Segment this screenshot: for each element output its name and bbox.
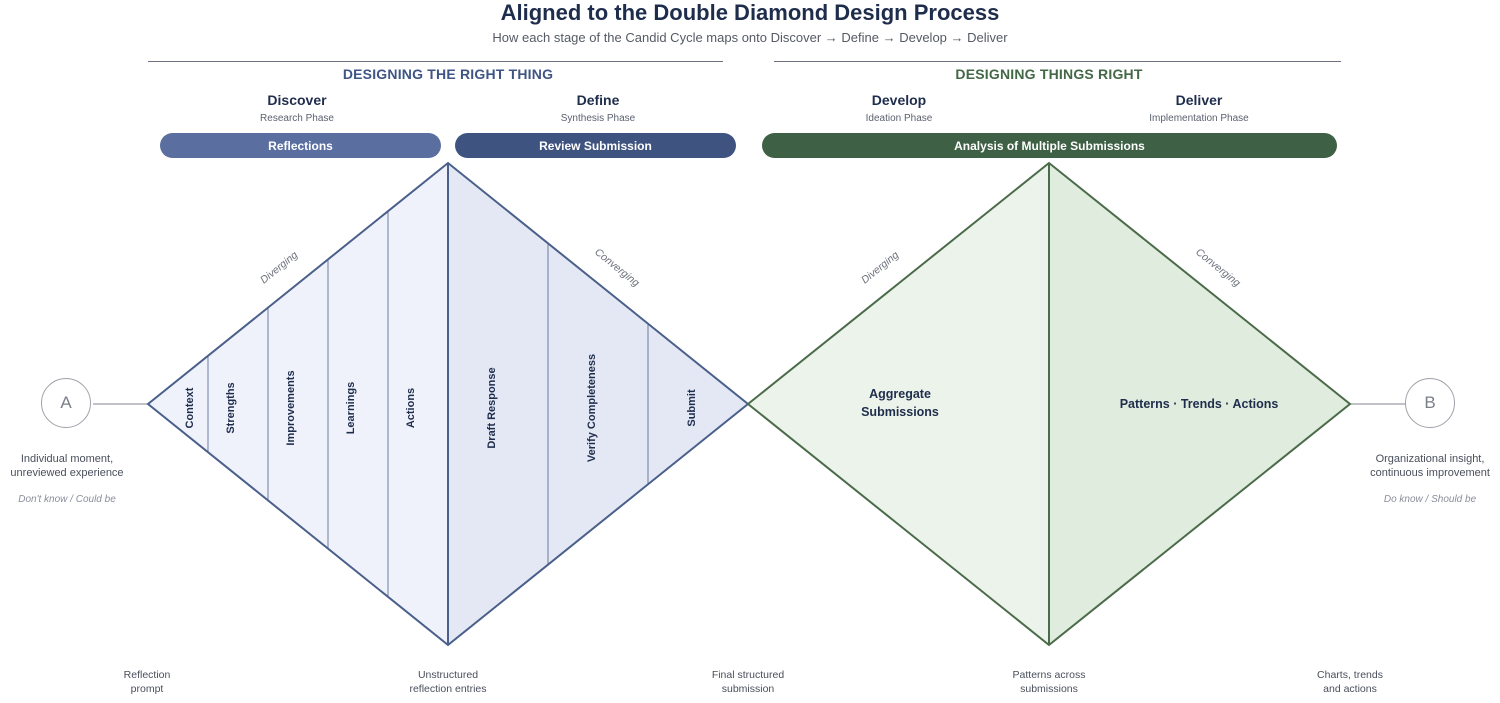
bottom-label-patterns-across: Patterns across submissions bbox=[979, 668, 1119, 696]
segment-label-draft-response: Draft Response bbox=[486, 367, 498, 448]
segment-label-strengths: Strengths bbox=[225, 382, 237, 433]
bottom-label-line: and actions bbox=[1323, 683, 1377, 695]
endpoint-b-note: Do know / Should be bbox=[1383, 494, 1477, 505]
bottom-label-unstructured-entries: Unstructured reflection entries bbox=[378, 668, 518, 696]
endpoint-a-description: Individual moment, unreviewed experience bbox=[0, 452, 134, 480]
diamond-1-dividers bbox=[207, 211, 649, 597]
diamond-1-segment-labels: Context Strengths Improvements Learnings… bbox=[184, 354, 698, 462]
diamond-1-right-half bbox=[448, 163, 748, 645]
bottom-label-line: Final structured bbox=[711, 669, 785, 681]
segment-label-learnings: Learnings bbox=[345, 382, 357, 435]
endpoint-a-description-line: unreviewed experience bbox=[10, 467, 124, 479]
segment-label-actions: Actions bbox=[405, 388, 417, 428]
segment-label-improvements: Improvements bbox=[285, 370, 297, 445]
converging-label-2: Converging bbox=[1193, 246, 1242, 289]
endpoint-b-circle: B bbox=[1405, 378, 1455, 428]
phase-title-define: Define bbox=[576, 92, 620, 108]
bottom-label-line: Charts, trends bbox=[1317, 669, 1383, 681]
page-subtitle: How each stage of the Candid Cycle maps … bbox=[492, 30, 1008, 45]
bottom-label-line: Reflection bbox=[123, 669, 171, 681]
bottom-label-line: prompt bbox=[130, 683, 164, 695]
group-label-designing-right-thing: DESIGNING THE RIGHT THING bbox=[342, 66, 554, 82]
bottom-label-line: Unstructured bbox=[417, 669, 479, 681]
phase-title-deliver: Deliver bbox=[1175, 92, 1223, 108]
diamond-2-right-half bbox=[1049, 163, 1350, 645]
phase-title-develop: Develop bbox=[871, 92, 927, 108]
endpoint-b-description: Organizational insight, continuous impro… bbox=[1360, 452, 1500, 480]
diamond-2-right-text: Patterns · Trends · Actions bbox=[1119, 397, 1279, 411]
converging-label-1: Converging bbox=[592, 246, 641, 289]
diverging-label-2: Diverging bbox=[859, 249, 901, 286]
diamond-2-outline bbox=[746, 161, 1352, 647]
pill-reflections: Reflections bbox=[160, 133, 441, 158]
diamond-2-left-text: Aggregate Submissions bbox=[861, 387, 939, 419]
bottom-label-line: submissions bbox=[1020, 683, 1078, 695]
bottom-label-line: submission bbox=[721, 683, 775, 695]
endpoint-b-letter: B bbox=[1424, 393, 1436, 412]
page-title: Aligned to the Double Diamond Design Pro… bbox=[500, 0, 1000, 25]
phase-subtitle-discover: Research Phase bbox=[260, 113, 334, 124]
bottom-label-line: Patterns across bbox=[1012, 669, 1086, 681]
phase-title-discover: Discover bbox=[267, 92, 327, 108]
segment-label-context: Context bbox=[184, 387, 196, 428]
pill-review-submission: Review Submission bbox=[455, 133, 736, 158]
group-rule-right bbox=[774, 61, 1341, 62]
pill-analysis-multiple-submissions: Analysis of Multiple Submissions bbox=[762, 133, 1337, 158]
endpoint-b-description-line: continuous improvement bbox=[1370, 467, 1490, 479]
endpoint-a-note: Don't know / Could be bbox=[18, 494, 116, 505]
phase-subtitle-develop: Ideation Phase bbox=[865, 113, 933, 124]
bottom-label-charts-trends: Charts, trends and actions bbox=[1280, 668, 1420, 696]
segment-label-submit: Submit bbox=[686, 389, 698, 427]
diamond-2-left-half bbox=[748, 163, 1049, 645]
segment-label-verify-completeness: Verify Completeness bbox=[586, 354, 598, 462]
endpoint-a-description-line: Individual moment, bbox=[20, 453, 114, 465]
bottom-label-line: reflection entries bbox=[409, 683, 487, 695]
endpoint-a-letter: A bbox=[60, 393, 72, 412]
endpoint-b-description-line: Organizational insight, bbox=[1375, 453, 1485, 465]
group-rule-left bbox=[148, 61, 723, 62]
bottom-label-final-submission: Final structured submission bbox=[678, 668, 818, 696]
diamond-1-left-half bbox=[148, 163, 448, 645]
phase-subtitle-deliver: Implementation Phase bbox=[1149, 113, 1249, 124]
group-label-designing-things-right: DESIGNING THINGS RIGHT bbox=[955, 66, 1143, 82]
diverging-label-1: Diverging bbox=[258, 249, 300, 286]
phase-subtitle-define: Synthesis Phase bbox=[560, 113, 636, 124]
bottom-label-reflection-prompt: Reflection prompt bbox=[87, 668, 207, 696]
endpoint-a-circle: A bbox=[41, 378, 91, 428]
